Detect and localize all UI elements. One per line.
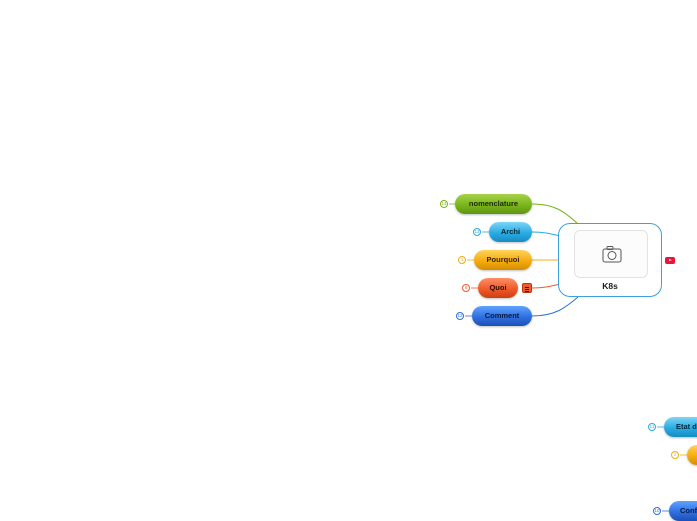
topic-archi[interactable]: Archi xyxy=(489,222,532,242)
connector-quoi xyxy=(531,283,561,289)
note-icon[interactable] xyxy=(522,283,532,293)
count-badge-yellow-right[interactable]: 2 xyxy=(671,451,679,459)
count-badge-comment[interactable]: 12 xyxy=(456,312,464,320)
topic-etat[interactable]: Etat d xyxy=(664,417,697,437)
count-badge-etat[interactable]: 11 xyxy=(648,423,656,431)
count-badge-nomenclature[interactable]: 14 xyxy=(440,200,448,208)
count-badge-quoi[interactable]: 6 xyxy=(462,284,470,292)
connector-archi xyxy=(531,231,561,237)
topic-nomenclature[interactable]: nomenclature xyxy=(455,194,532,214)
topic-yellow-right[interactable] xyxy=(687,445,697,465)
connector-comment xyxy=(531,296,579,317)
central-image xyxy=(574,230,648,278)
central-topic-label: K8s xyxy=(602,281,618,291)
connector-nomenclature xyxy=(531,203,579,225)
topic-pourquoi[interactable]: Pourquoi xyxy=(474,250,532,270)
central-topic[interactable]: K8s xyxy=(558,223,662,297)
topic-comment[interactable]: Comment xyxy=(472,306,532,326)
topic-quoi[interactable]: Quoi xyxy=(478,278,518,298)
camera-icon xyxy=(602,246,622,263)
youtube-icon[interactable] xyxy=(665,257,675,264)
count-badge-archi[interactable]: 13 xyxy=(473,228,481,236)
count-badge-pourquoi[interactable]: 1 xyxy=(458,256,466,264)
topic-conf[interactable]: Conf xyxy=(669,501,697,521)
count-badge-conf[interactable]: 10 xyxy=(653,507,661,515)
